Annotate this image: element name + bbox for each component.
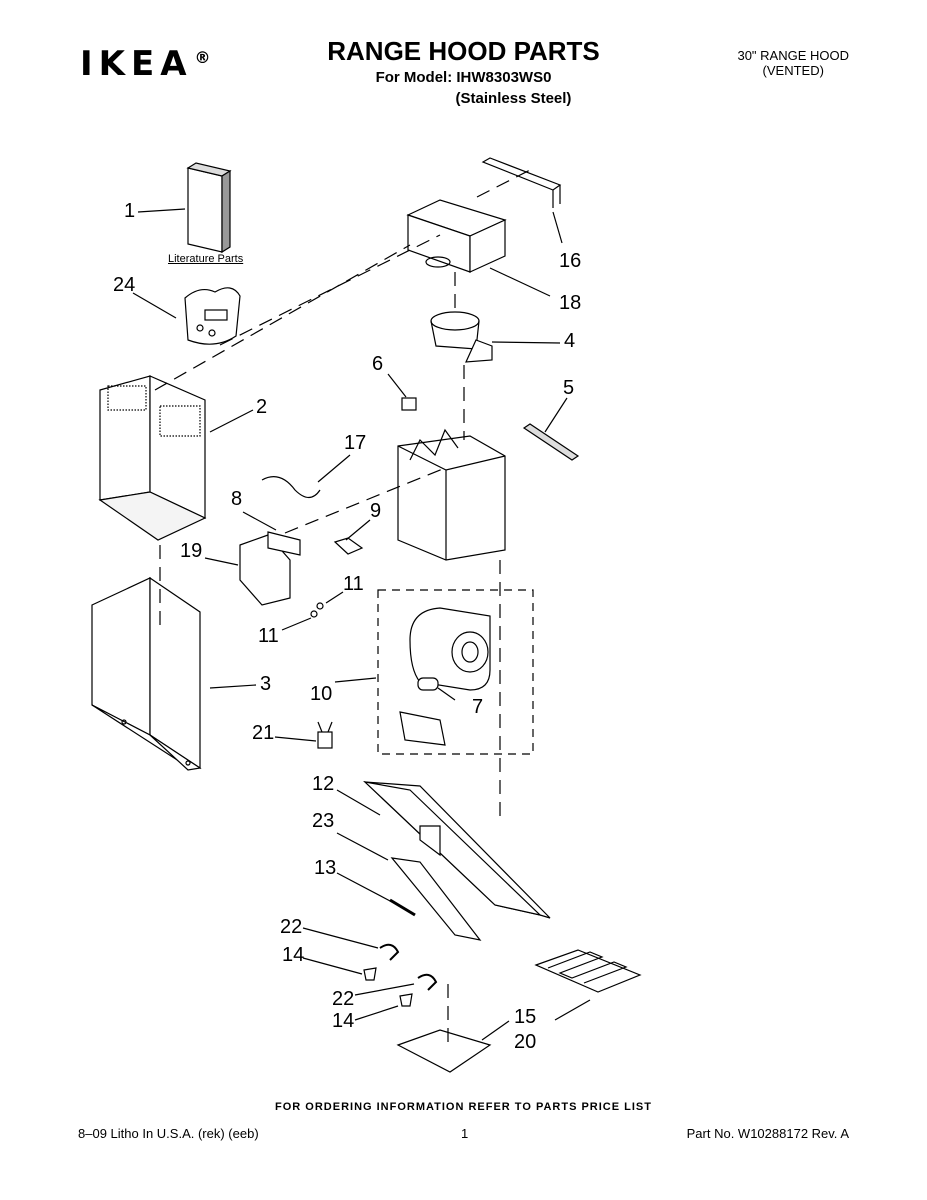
callout-3: 3 xyxy=(260,673,272,695)
hood-type-vented: (VENTED) xyxy=(762,63,824,78)
upper-chimney xyxy=(98,375,207,541)
callout-1: 1 xyxy=(124,200,136,222)
wire-harness xyxy=(261,476,321,499)
clip-upper xyxy=(379,943,400,961)
callout-20: 20 xyxy=(514,1031,537,1053)
grease-filter xyxy=(534,949,642,993)
callout-11-upper: 11 xyxy=(343,573,364,595)
page-title-block: RANGE HOOD PARTS For Model: IHW8303WS0 (… xyxy=(0,36,927,107)
model-line: For Model: IHW8303WS0 xyxy=(375,69,552,86)
callout-14-upper: 14 xyxy=(282,944,305,966)
capacitor xyxy=(417,677,439,691)
callout-14-lower: 14 xyxy=(332,1010,355,1032)
callout-21: 21 xyxy=(252,722,275,744)
callout-6: 6 xyxy=(372,353,384,375)
knob-lower xyxy=(399,993,413,1007)
callout-2: 2 xyxy=(256,396,268,418)
blower-motor xyxy=(409,607,491,691)
lower-chimney xyxy=(91,576,202,771)
callout-4: 4 xyxy=(564,330,576,352)
callout-8: 8 xyxy=(231,488,243,510)
spring-part xyxy=(389,898,416,917)
callout-17: 17 xyxy=(344,432,367,454)
clip-part xyxy=(401,397,417,411)
ikea-logo: IKEA® xyxy=(80,44,211,84)
callout-13: 13 xyxy=(314,857,337,879)
callout-11-lower: 11 xyxy=(258,625,279,647)
callout-5: 5 xyxy=(563,377,575,399)
main-housing xyxy=(397,428,506,561)
blower-assembly-outline xyxy=(377,589,534,755)
callout-18: 18 xyxy=(559,292,582,314)
callout-19: 19 xyxy=(180,540,203,562)
registered-mark: ® xyxy=(194,47,211,67)
brand-name: IKEA xyxy=(80,44,193,84)
litho-line: 8–09 Litho In U.S.A. (rek) (eeb) xyxy=(78,1126,259,1141)
callout-22-lower: 22 xyxy=(332,988,355,1010)
callout-12: 12 xyxy=(312,773,335,795)
duct-transition xyxy=(406,199,507,273)
hardware-bag xyxy=(184,287,241,345)
knob-upper xyxy=(363,967,377,981)
ordering-info: FOR ORDERING INFORMATION REFER TO PARTS … xyxy=(275,1101,652,1113)
clip-lower xyxy=(417,973,438,991)
part-number: Part No. W10288172 Rev. A xyxy=(686,1126,849,1141)
control-box xyxy=(239,531,301,606)
light-socket xyxy=(317,721,333,749)
bracket-strip xyxy=(522,423,580,461)
screw-b xyxy=(310,610,318,618)
mounting-bracket xyxy=(481,157,562,208)
callout-7: 7 xyxy=(472,696,484,718)
switch-part xyxy=(333,537,364,555)
page-number: 1 xyxy=(461,1126,469,1141)
hood-type-size: 30" RANGE HOOD xyxy=(737,48,849,63)
callout-24: 24 xyxy=(113,274,136,296)
literature-book xyxy=(186,162,232,254)
callout-9: 9 xyxy=(370,500,382,522)
screw-a xyxy=(316,602,324,610)
light-lens xyxy=(390,857,482,941)
callout-10: 10 xyxy=(310,683,333,705)
hood-type: 30" RANGE HOOD (VENTED) xyxy=(737,48,849,78)
callout-16: 16 xyxy=(559,250,582,272)
callout-23: 23 xyxy=(312,810,335,832)
page-title: RANGE HOOD PARTS xyxy=(327,36,600,66)
exhaust-collar xyxy=(430,311,493,363)
finish-line: (Stainless Steel) xyxy=(455,90,572,107)
callout-15: 15 xyxy=(514,1006,537,1028)
callout-22-upper: 22 xyxy=(280,916,303,938)
literature-parts-label: Literature Parts xyxy=(168,253,244,265)
motor-bracket xyxy=(399,711,446,746)
charcoal-filter xyxy=(396,1029,492,1073)
